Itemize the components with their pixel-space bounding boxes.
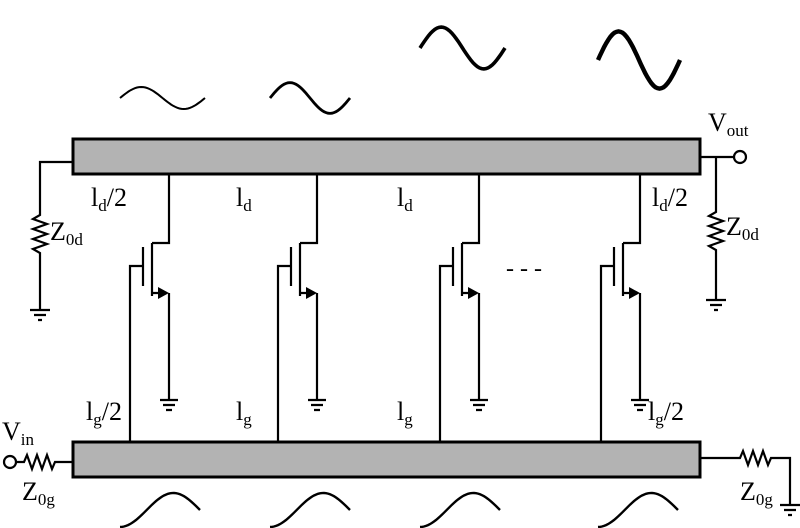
gate-input-termination: [2, 451, 73, 473]
z0d-right-label: Z0d: [726, 212, 759, 244]
input-waveform-3: [419, 491, 501, 528]
ground-icon: [470, 398, 488, 412]
drain-segment-label-3: ld: [397, 183, 413, 215]
transistor: [128, 174, 171, 442]
transistor: [438, 174, 481, 442]
output-waveform-4: [595, 29, 683, 91]
gate-segment-label-4: lg/2: [648, 397, 684, 429]
z0d-left-label: Z0d: [50, 217, 83, 249]
source-arrow-icon: [306, 287, 317, 299]
transistor: [599, 174, 642, 442]
z0g-right-label: Z0g: [740, 477, 773, 509]
drain-right-termination: [700, 149, 748, 312]
transistor-stage-1: [128, 174, 178, 442]
ellipsis-label: - - -: [506, 256, 542, 282]
drain-left-termination: [29, 160, 73, 322]
output-waveform-1: [119, 85, 206, 111]
transistor-stage-4: [599, 174, 649, 442]
input-waveform-1: [119, 491, 201, 528]
ground-icon: [160, 398, 178, 412]
transistor-stage-2: [276, 174, 326, 442]
gate-segment-label-2: lg: [236, 397, 252, 429]
output-waveform-2: [268, 81, 352, 115]
gate-segment-label-1: lg/2: [86, 397, 122, 429]
ground-icon: [308, 398, 326, 412]
source-arrow-icon: [629, 287, 640, 299]
gate-transmission-line: [71, 440, 702, 479]
vout-label: Vout: [708, 108, 749, 140]
drain-transmission-line: [71, 137, 702, 176]
z0g-left-label: Z0g: [22, 477, 55, 509]
transistor-stage-3: [438, 174, 488, 442]
source-arrow-icon: [468, 287, 479, 299]
vin-label: Vin: [2, 417, 35, 449]
input-waveform-2: [269, 491, 351, 528]
gate-right-termination: [700, 447, 800, 517]
drain-segment-label-2: ld: [236, 183, 252, 215]
vin-terminal: [2, 454, 18, 470]
input-waveform-4: [597, 491, 679, 528]
ground-icon: [631, 398, 649, 412]
drain-segment-label-1: ld/2: [91, 183, 127, 215]
gate-segment-label-3: lg: [397, 397, 413, 429]
source-arrow-icon: [158, 287, 169, 299]
drain-segment-label-4: ld/2: [652, 183, 688, 215]
vout-terminal: [732, 149, 748, 165]
output-waveform-3: [418, 25, 507, 71]
transistor: [276, 174, 319, 442]
